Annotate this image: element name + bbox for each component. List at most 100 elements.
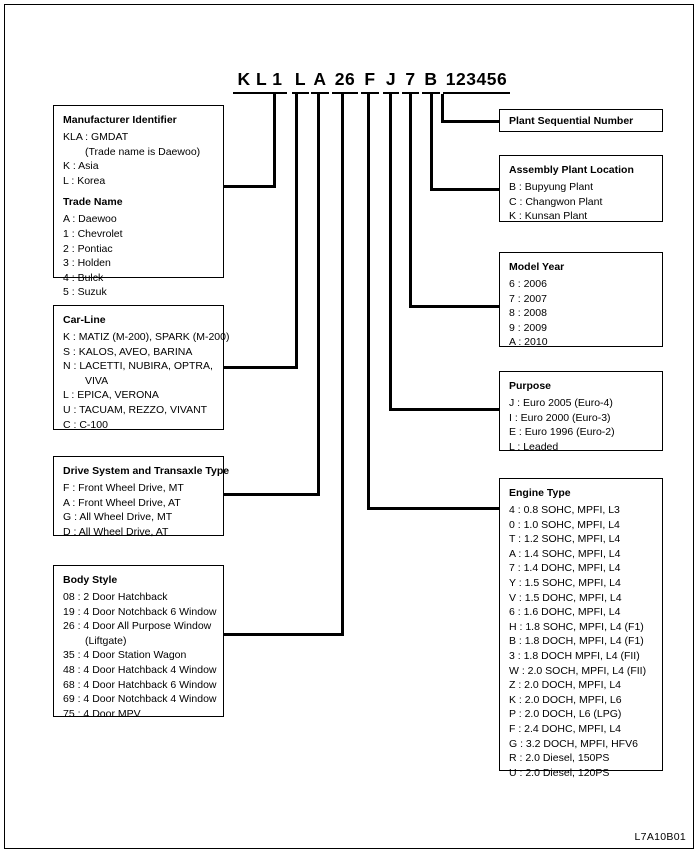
body-style-row-4: 35 : 4 Door Station Wagon [63, 649, 187, 662]
connector-drive-vertical [317, 94, 320, 493]
purpose-row-3: L : Leaded [509, 440, 559, 453]
connector-modelyear-horizontal [409, 305, 500, 308]
drive-row-2: G : All Wheel Drive, MT [63, 511, 173, 524]
box-assembly-plant-location: Assembly Plant Location B : Bupyung Plan… [499, 155, 663, 222]
box-model-year: Model Year 6 : 2006 7 : 2007 8 : 2008 9 … [499, 252, 663, 349]
box-title-body-style: Body Style [63, 574, 118, 586]
vin-segment-wmi: K L 1 [233, 68, 287, 94]
connector-wmi-horizontal [224, 185, 276, 188]
purpose-row-0: J : Euro 2005 (Euro-4) [509, 397, 613, 409]
connector-engine-vertical [367, 94, 370, 507]
trade-name-row-1: 1 : Chevrolet [63, 227, 123, 240]
engine-row-16: G : 3.2 DOCH, MPFI, HFV6 [509, 737, 638, 750]
engine-row-8: H : 1.8 SOHC, MPFI, L4 (F1) [509, 620, 644, 633]
model-year-row-1: 7 : 2007 [509, 292, 547, 305]
connector-modelyear-vertical [409, 94, 412, 305]
box-title-manufacturer: Manufacturer Identifier [63, 114, 177, 126]
vin-segment-plant: B [422, 68, 440, 94]
box-title-engine-type: Engine Type [509, 487, 571, 499]
engine-row-0: 4 : 0.8 SOHC, MPFI, L3 [509, 504, 620, 516]
car-line-row-3: VIVA [85, 374, 109, 387]
body-style-row-8: 75 : 4 Door MPV [63, 707, 141, 720]
manufacturer-row-3: L : Korea [63, 174, 106, 187]
model-year-row-3: 9 : 2009 [509, 321, 547, 334]
box-title-drive-system: Drive System and Transaxle Type [63, 465, 230, 477]
vin-segment-modelyear: 7 [402, 68, 419, 94]
figure-reference-code: L7A10B01 [634, 831, 686, 843]
vin-segment-trade: L [292, 68, 309, 94]
car-line-row-0: K : MATIZ (M-200), SPARK (M-200) [63, 331, 230, 343]
connector-purpose-vertical [389, 94, 392, 408]
engine-row-15: F : 2.4 DOHC, MPFI, L4 [509, 722, 622, 735]
box-title-plant-sequential: Plant Sequential Number [509, 115, 634, 127]
purpose-row-2: E : Euro 1996 (Euro-2) [509, 426, 615, 439]
box-drive-system: Drive System and Transaxle Type F : Fron… [53, 456, 230, 538]
engine-row-18: U : 2.0 Diesel, 120PS [509, 766, 610, 779]
box-engine-type: Engine Type 4 : 0.8 SOHC, MPFI, L3 0 : 1… [499, 478, 663, 779]
manufacturer-row-2: K : Asia [63, 160, 99, 173]
model-year-row-4: A : 2010 [509, 336, 548, 349]
trade-name-row-5: 5 : Suzuk [63, 286, 107, 299]
engine-row-9: B : 1.8 DOCH, MPFI, L4 (F1) [509, 635, 644, 648]
model-year-row-0: 6 : 2006 [509, 278, 547, 290]
manufacturer-row-1: (Trade name is Daewoo) [85, 145, 201, 158]
page-border [4, 4, 694, 849]
connector-wmi-vertical [273, 94, 276, 185]
plant-row-1: C : Changwon Plant [509, 195, 603, 208]
body-style-row-6: 68 : 4 Door Hatchback 6 Window [63, 678, 217, 691]
plant-row-2: K : Kunsan Plant [509, 210, 588, 223]
vin-segment-carline: A [311, 68, 329, 94]
connector-sequential-vertical [441, 94, 444, 120]
vin-code-row: K L 1 L A 26 F J 7 B 123456 [0, 68, 700, 102]
engine-row-10: 3 : 1.8 DOCH MPFI, L4 (FII) [509, 649, 640, 662]
box-purpose: Purpose J : Euro 2005 (Euro-4) I : Euro … [499, 371, 663, 453]
vin-segment-bodystyle: 26 [332, 68, 358, 94]
connector-drive-horizontal [224, 493, 320, 496]
engine-row-6: V : 1.5 DOHC, MPFI, L4 [509, 591, 622, 604]
engine-row-7: 6 : 1.6 DOHC, MPFI, L4 [509, 606, 621, 619]
engine-row-13: K : 2.0 DOCH, MPFI, L6 [509, 693, 622, 706]
box-title-model-year: Model Year [509, 261, 565, 273]
plant-row-0: B : Bupyung Plant [509, 181, 594, 193]
manufacturer-spacer [63, 188, 214, 195]
purpose-row-1: I : Euro 2000 (Euro-3) [509, 411, 611, 424]
box-car-line: Car-Line K : MATIZ (M-200), SPARK (M-200… [53, 305, 230, 431]
engine-row-2: T : 1.2 SOHC, MPFI, L4 [509, 533, 621, 546]
box-manufacturer-identifier: Manufacturer Identifier KLA : GMDAT (Tra… [53, 105, 224, 298]
connector-carline-vertical [295, 94, 298, 366]
engine-row-5: Y : 1.5 SOHC, MPFI, L4 [509, 576, 621, 589]
body-style-row-5: 48 : 4 Door Hatchback 4 Window [63, 663, 217, 676]
engine-row-1: 0 : 1.0 SOHC, MPFI, L4 [509, 518, 620, 531]
trade-name-row-4: 4 : Bulck [63, 271, 104, 284]
trade-name-row-2: 2 : Pontiac [63, 242, 113, 255]
connector-carline-horizontal [224, 366, 298, 369]
engine-row-3: A : 1.4 SOHC, MPFI, L4 [509, 547, 621, 560]
box-subtitle-trade-name: Trade Name [63, 196, 123, 209]
box-title-car-line: Car-Line [63, 314, 106, 326]
vin-segment-sequential: 123456 [443, 68, 510, 94]
model-year-row-2: 8 : 2008 [509, 307, 547, 320]
car-line-row-4: L : EPICA, VERONA [63, 389, 159, 402]
trade-name-row-0: A : Daewoo [63, 213, 117, 226]
box-title-assembly-plant: Assembly Plant Location [509, 164, 634, 176]
connector-bodystyle-vertical [341, 94, 344, 633]
drive-row-0: F : Front Wheel Drive, MT [63, 482, 184, 494]
car-line-row-1: S : KALOS, AVEO, BARINA [63, 345, 193, 358]
car-line-row-6: C : C-100 [63, 418, 108, 431]
connector-sequential-horizontal [441, 120, 500, 123]
engine-row-17: R : 2.0 Diesel, 150PS [509, 752, 610, 765]
box-plant-sequential-number: Plant Sequential Number [499, 109, 663, 132]
body-style-row-0: 08 : 2 Door Hatchback [63, 591, 168, 603]
connector-plant-vertical [430, 94, 433, 188]
drive-row-3: D : All Wheel Drive, AT [63, 525, 169, 538]
car-line-row-5: U : TACUAM, REZZO, VIVANT [63, 403, 208, 416]
connector-engine-horizontal [367, 507, 500, 510]
body-style-row-7: 69 : 4 Door Notchback 4 Window [63, 693, 217, 706]
body-style-row-1: 19 : 4 Door Notchback 6 Window [63, 605, 217, 618]
trade-name-row-3: 3 : Holden [63, 257, 111, 270]
manufacturer-row-0: KLA : GMDAT [63, 131, 129, 143]
drive-row-1: A : Front Wheel Drive, AT [63, 496, 181, 509]
engine-row-14: P : 2.0 DOCH, L6 (LPG) [509, 708, 622, 721]
connector-plant-horizontal [430, 188, 500, 191]
